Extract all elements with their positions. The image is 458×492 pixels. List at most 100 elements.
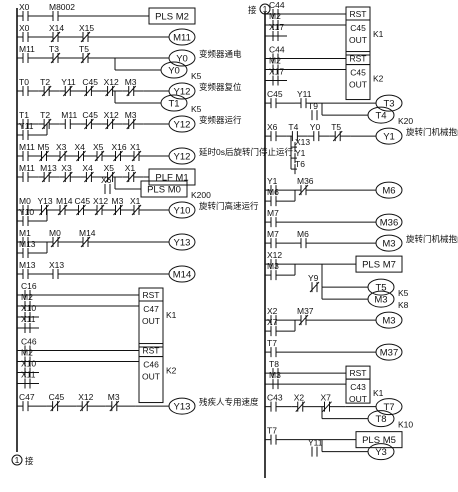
- contact-nc-label: Y11: [61, 77, 76, 87]
- contact-no-label: C47: [19, 392, 35, 402]
- output-coil-label: M14: [173, 270, 191, 281]
- contact-nc-slash: [62, 85, 73, 97]
- counter-name: C47: [143, 304, 159, 314]
- counter-contact-label: X10: [21, 359, 36, 369]
- contact-no-label: M13: [19, 260, 36, 270]
- contact-nc-slash: [50, 52, 61, 64]
- right-connector-symbol: 1: [263, 4, 268, 14]
- contact-nc-slash: [39, 204, 49, 216]
- output-coil-label: M11: [173, 33, 191, 44]
- branch-contact-label: T9: [308, 101, 318, 111]
- counter-name: C45: [350, 68, 366, 78]
- contact-nc-label: X3: [61, 163, 72, 173]
- contact-nc-slash: [57, 150, 68, 162]
- preset-k: K5: [191, 104, 202, 114]
- contact-nc-slash: [113, 204, 123, 216]
- counter-k: K1: [373, 29, 384, 39]
- contact-nc-slash: [105, 171, 115, 183]
- contact-no-label: X13: [49, 260, 64, 270]
- counter-contact-label: M2: [269, 56, 281, 66]
- rst-label: RST: [143, 346, 160, 356]
- contact-nc-slash: [50, 400, 60, 412]
- contact-no-label: Y1: [267, 176, 278, 186]
- contact-nc-label: M3: [108, 392, 120, 402]
- contact-no-label: X0: [19, 23, 30, 33]
- right-connector-text: 接: [248, 5, 257, 15]
- contact-no-label: C45: [267, 89, 283, 99]
- contact-nc-label: T2: [40, 77, 50, 87]
- contact-nc-label: X7: [321, 393, 332, 403]
- branch-coil-label: Y3: [375, 447, 387, 458]
- counter-contact-label: C46: [21, 337, 37, 347]
- contact-nc-label: X12: [104, 77, 119, 87]
- contact-nc-slash: [84, 171, 94, 183]
- output-coil-label: T7: [383, 402, 394, 413]
- counter-name: C45: [350, 23, 366, 33]
- contact-no-label: T4: [288, 122, 298, 132]
- counter-contact-label: C44: [269, 45, 285, 55]
- counter-contact-label: C44: [269, 0, 285, 10]
- contact-nc-label: X4: [82, 163, 93, 173]
- rung-comment: 延时0s后旋转门停止运行: [199, 147, 293, 157]
- rst-label: RST: [350, 9, 367, 19]
- contact-nc-label: X16: [112, 142, 127, 152]
- counter-contact-label: T8: [269, 359, 279, 369]
- rst-label: RST: [350, 368, 367, 378]
- parallel-contact-label: X13: [295, 137, 310, 147]
- counter-k: K2: [166, 366, 177, 376]
- contact-no-label: C43: [267, 393, 283, 403]
- counter-box: [345, 64, 371, 101]
- counter-contact-label: X10: [21, 303, 36, 313]
- output-coil-label: Y13: [174, 402, 191, 413]
- contact-nc-slash: [131, 204, 142, 216]
- contact-nc-slash: [76, 204, 86, 216]
- output-coil-label: Y12: [174, 152, 191, 163]
- contact-nc-label: X12: [78, 392, 93, 402]
- counter-box: [138, 300, 164, 348]
- branch-coil-label: T4: [375, 111, 386, 122]
- contact-nc-slash: [39, 150, 49, 162]
- counter-contact-label: M2: [269, 11, 281, 21]
- counter-out: OUT: [142, 316, 160, 326]
- rung-comment: 旋转门机械抱闸: [406, 127, 458, 137]
- instruction-box-label: PLS M7: [362, 260, 396, 271]
- branch-contact-slash: [309, 281, 320, 293]
- contact-no-label: X12: [267, 250, 282, 260]
- contact-nc-label: X15: [79, 23, 94, 33]
- contact-nc-slash: [113, 150, 123, 162]
- contact-nc-slash: [79, 400, 90, 412]
- contact-nc-slash: [62, 171, 73, 183]
- contact-nc-label: C45: [82, 110, 98, 120]
- contact-no-label: M6: [297, 229, 309, 239]
- output-coil-label: Y12: [174, 87, 191, 98]
- output-coil-label: Y1: [383, 132, 395, 143]
- contact-no-label: X2: [267, 306, 278, 316]
- contact-nc-slash: [84, 85, 94, 97]
- contact-nc-slash: [80, 31, 91, 43]
- contact-no-label: M11: [19, 44, 35, 54]
- counter-contact-label: M2: [21, 292, 33, 302]
- contact-nc-label: M3: [112, 196, 124, 206]
- branch-coil-label: Y0: [168, 66, 180, 77]
- contact-nc-slash: [41, 85, 52, 97]
- output-coil-label: Y10: [174, 206, 191, 217]
- rung-comment: 残疾人专用速度: [199, 397, 259, 407]
- counter-contact-label: C16: [21, 281, 37, 291]
- contact-nc-slash: [80, 236, 91, 248]
- branch-coil-label: T8: [375, 414, 386, 425]
- preset-k: K10: [398, 420, 413, 430]
- rung-comment: 旋转门高速运行: [199, 201, 259, 211]
- parallel-contact-label: M3: [267, 261, 279, 271]
- contact-no-label: T0: [19, 77, 29, 87]
- rung-comment: 变频器复位: [199, 82, 242, 92]
- contact-no-label: M11: [19, 163, 35, 173]
- contact-nc-label: T2: [40, 110, 50, 120]
- counter-contact-label: M3: [269, 370, 281, 380]
- contact-nc-slash: [94, 204, 105, 216]
- counter-k: K1: [373, 388, 384, 398]
- contact-nc-slash: [131, 150, 142, 162]
- branch-box-label: PLS M0: [147, 185, 181, 196]
- contact-no-label: M11: [19, 142, 35, 152]
- instruction-box-label: PLS M2: [155, 12, 189, 23]
- right-connector-circle: [259, 3, 271, 15]
